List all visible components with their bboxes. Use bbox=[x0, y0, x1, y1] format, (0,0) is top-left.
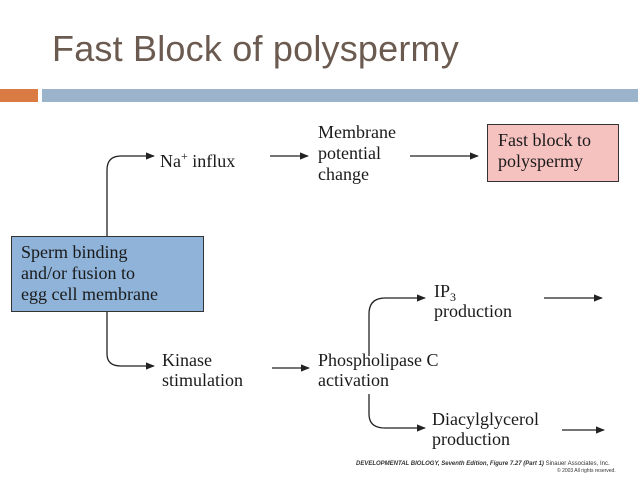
node-plc-line: activation bbox=[318, 370, 389, 390]
accent-bar-blue bbox=[42, 89, 638, 102]
node-ip3: IP3 bbox=[434, 281, 457, 304]
node-membrane-line: Membrane bbox=[318, 122, 396, 142]
node-dag-line: Diacylglycerol bbox=[432, 409, 539, 429]
start-box-line: Sperm binding bbox=[21, 242, 128, 262]
accent-bar-orange bbox=[0, 89, 38, 102]
ip3-subscript: 3 bbox=[450, 290, 457, 304]
figure-credit: DEVELOPMENTAL BIOLOGY, Seventh Edition, … bbox=[356, 461, 610, 467]
arrow-to-kinase bbox=[106, 312, 155, 370]
figure-copyright: © 2003 All rights reserved. bbox=[557, 468, 616, 474]
arrow-plc-to-ip3 bbox=[368, 294, 426, 356]
end-box-fast-block: Fast block to polyspermy bbox=[487, 124, 619, 182]
na-superscript: + bbox=[181, 149, 188, 163]
node-ip3-production: production bbox=[434, 301, 512, 321]
node-membrane-line: change bbox=[318, 164, 369, 184]
node-plc-line: Phospholipase C bbox=[318, 350, 439, 370]
node-dag-line: production bbox=[432, 429, 510, 449]
slide-title: Fast Block of polyspermy bbox=[52, 28, 459, 69]
node-kinase-line: Kinase bbox=[162, 350, 212, 370]
start-box-sperm-binding: Sperm binding and/or fusion to egg cell … bbox=[11, 236, 204, 312]
end-box-line: Fast block to bbox=[498, 130, 591, 150]
arrow-plc-to-dag bbox=[368, 394, 426, 432]
node-na-influx: Na+ influx bbox=[160, 149, 236, 171]
node-kinase-line: stimulation bbox=[162, 370, 243, 390]
node-membrane-line: potential bbox=[318, 143, 381, 163]
arrow-to-na-influx bbox=[106, 152, 155, 236]
start-box-line: egg cell membrane bbox=[21, 284, 158, 304]
start-box-line: and/or fusion to bbox=[21, 263, 135, 283]
end-box-line: polyspermy bbox=[498, 151, 583, 171]
